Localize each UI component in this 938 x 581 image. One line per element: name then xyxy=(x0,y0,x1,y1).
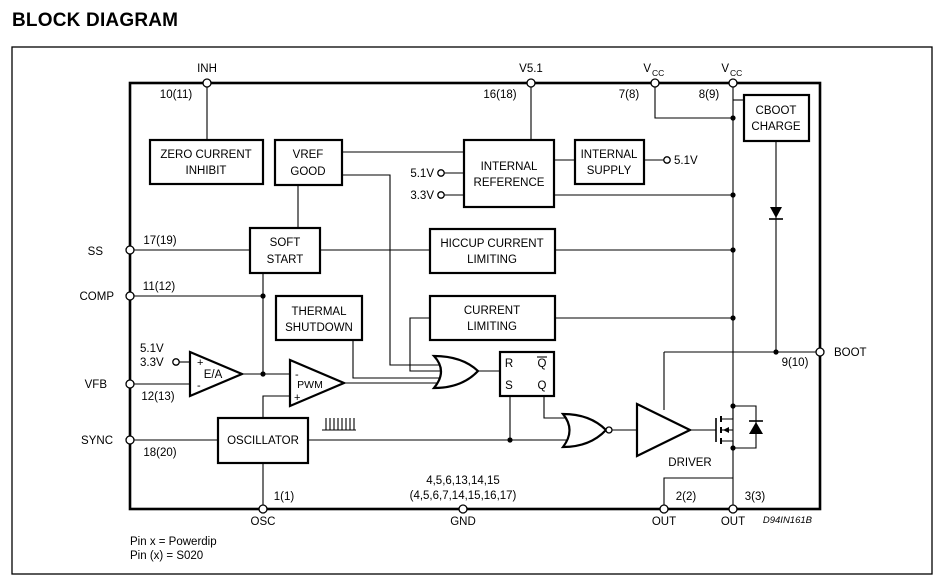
svg-text:-: - xyxy=(295,369,299,381)
block-cboot-charge: CBOOT CHARGE xyxy=(742,93,811,143)
pin-circles xyxy=(125,78,825,514)
pin-vfb-num: 12(13) xyxy=(141,391,174,403)
block-current-limiting: CURRENT LIMITING xyxy=(428,294,557,342)
pin-labels: INH 10(11) V5.1 16(18) V CC 7(8) V CC 8(… xyxy=(80,63,867,528)
block-thermal-shutdown: THERMAL SHUTDOWN xyxy=(274,294,364,342)
pwm-comparator: - + PWM xyxy=(288,358,347,408)
block-hiccup-current-limiting: HICCUP CURRENT LIMITING xyxy=(428,227,557,275)
block-oscillator: OSCILLATOR xyxy=(216,416,310,465)
svg-text:5.1V: 5.1V xyxy=(140,343,164,355)
power-mosfet xyxy=(715,406,763,448)
block-zero-current-inhibit: ZERO CURRENT INHIBIT xyxy=(148,138,265,186)
block-internal-reference: INTERNAL REFERENCE xyxy=(462,138,556,209)
svg-text:+: + xyxy=(294,392,300,404)
svg-text:DRIVER: DRIVER xyxy=(668,457,711,469)
ref-code: D94IN161B xyxy=(763,515,813,526)
block-soft-start: SOFT START xyxy=(248,226,322,275)
pin-osc-label: OSC xyxy=(251,516,276,528)
pin-v51-label: V5.1 xyxy=(519,63,543,75)
pin-out1-num: 2(2) xyxy=(676,491,697,503)
svg-text:INTERNAL: INTERNAL xyxy=(481,161,538,173)
boot-diode xyxy=(769,207,783,220)
pin-sync-num: 18(20) xyxy=(143,447,176,459)
pin-gnd-label: GND xyxy=(450,516,476,528)
svg-text:CHARGE: CHARGE xyxy=(751,121,801,133)
svg-text:CURRENT: CURRENT xyxy=(464,305,520,317)
svg-text:LIMITING: LIMITING xyxy=(467,321,517,333)
pin-v51-num: 16(18) xyxy=(483,89,516,101)
svg-text:-: - xyxy=(197,380,201,392)
svg-text:3.3V: 3.3V xyxy=(410,190,434,202)
pin-gnd-num-powerdip: 4,5,6,13,14,15 xyxy=(426,475,500,487)
pin-boot-label: BOOT xyxy=(834,347,867,359)
pin-vcc2-label: V xyxy=(721,63,729,75)
svg-text:ZERO CURRENT: ZERO CURRENT xyxy=(160,149,251,161)
svg-text:OSCILLATOR: OSCILLATOR xyxy=(227,435,299,447)
svg-text:SHUTDOWN: SHUTDOWN xyxy=(285,322,353,334)
pin-comp-num: 11(12) xyxy=(143,281,176,293)
svg-text:VREF: VREF xyxy=(293,149,324,161)
svg-text:HICCUP CURRENT: HICCUP CURRENT xyxy=(440,238,543,250)
pin-vcc1-sub: CC xyxy=(652,68,664,78)
pin-boot-num: 9(10) xyxy=(782,357,809,369)
pin-inh-num: 10(11) xyxy=(160,89,193,101)
svg-text:R: R xyxy=(505,358,513,370)
pin-ss-label: SS xyxy=(88,246,104,258)
pin-osc-num: 1(1) xyxy=(274,491,295,503)
svg-text:5.1V: 5.1V xyxy=(674,155,698,167)
svg-text:SUPPLY: SUPPLY xyxy=(587,165,632,177)
outer-frame xyxy=(11,46,933,575)
block-internal-supply: INTERNAL SUPPLY xyxy=(573,138,646,186)
signal-labels: 5.1V 3.3V 5.1V 5.1V 3.3V xyxy=(140,155,698,369)
svg-text:START: START xyxy=(267,254,304,266)
pin-out1-label: OUT xyxy=(652,516,676,528)
pin-out2-label: OUT xyxy=(721,516,745,528)
svg-text:THERMAL: THERMAL xyxy=(292,306,348,318)
svg-text:INTERNAL: INTERNAL xyxy=(581,149,638,161)
svg-text:LIMITING: LIMITING xyxy=(467,254,517,266)
svg-text:CBOOT: CBOOT xyxy=(756,105,797,117)
junction-dots xyxy=(260,115,779,451)
block-vref-good: VREF GOOD xyxy=(273,138,344,187)
pin-vfb-label: VFB xyxy=(85,379,108,391)
or-gate xyxy=(431,354,480,390)
pin-sync-label: SYNC xyxy=(81,435,113,447)
svg-text:5.1V: 5.1V xyxy=(410,168,434,180)
svg-text:INHIBIT: INHIBIT xyxy=(186,165,227,177)
svg-text:REFERENCE: REFERENCE xyxy=(474,177,545,189)
pin-vcc2-num: 8(9) xyxy=(699,89,720,101)
svg-text:E/A: E/A xyxy=(204,369,223,381)
note-powerdip: Pin x = Powerdip xyxy=(130,536,217,548)
svg-text:Q: Q xyxy=(538,380,547,392)
svg-text:PWM: PWM xyxy=(297,379,323,391)
pin-vcc1-num: 7(8) xyxy=(619,89,640,101)
block-flipflop: R S Q Q xyxy=(498,350,556,398)
pin-comp-label: COMP xyxy=(80,291,115,303)
pin-vcc1-label: V xyxy=(643,63,651,75)
note-so20: Pin (x) = S020 xyxy=(130,550,203,562)
svg-text:+: + xyxy=(197,357,203,369)
wires xyxy=(130,83,820,509)
pin-out2-num: 3(3) xyxy=(745,491,766,503)
driver-buffer: DRIVER xyxy=(635,402,712,469)
sawtooth-waveform-icon xyxy=(322,418,356,431)
pin-notes: Pin x = Powerdip Pin (x) = S020 D94IN161… xyxy=(130,515,813,562)
pin-gnd-num-so: (4,5,6,7,14,15,16,17) xyxy=(410,490,517,502)
svg-text:S: S xyxy=(505,380,513,392)
diagram-title: BLOCK DIAGRAM xyxy=(12,10,179,31)
pin-inh-label: INH xyxy=(197,63,217,75)
svg-text:SOFT: SOFT xyxy=(270,237,301,249)
svg-text:GOOD: GOOD xyxy=(290,166,325,178)
error-amplifier: + - E/A xyxy=(188,350,245,398)
pin-vcc2-sub: CC xyxy=(730,68,742,78)
nor-gate xyxy=(560,412,613,449)
svg-text:Q: Q xyxy=(538,358,547,370)
pin-ss-num: 17(19) xyxy=(143,235,176,247)
svg-text:3.3V: 3.3V xyxy=(140,357,164,369)
